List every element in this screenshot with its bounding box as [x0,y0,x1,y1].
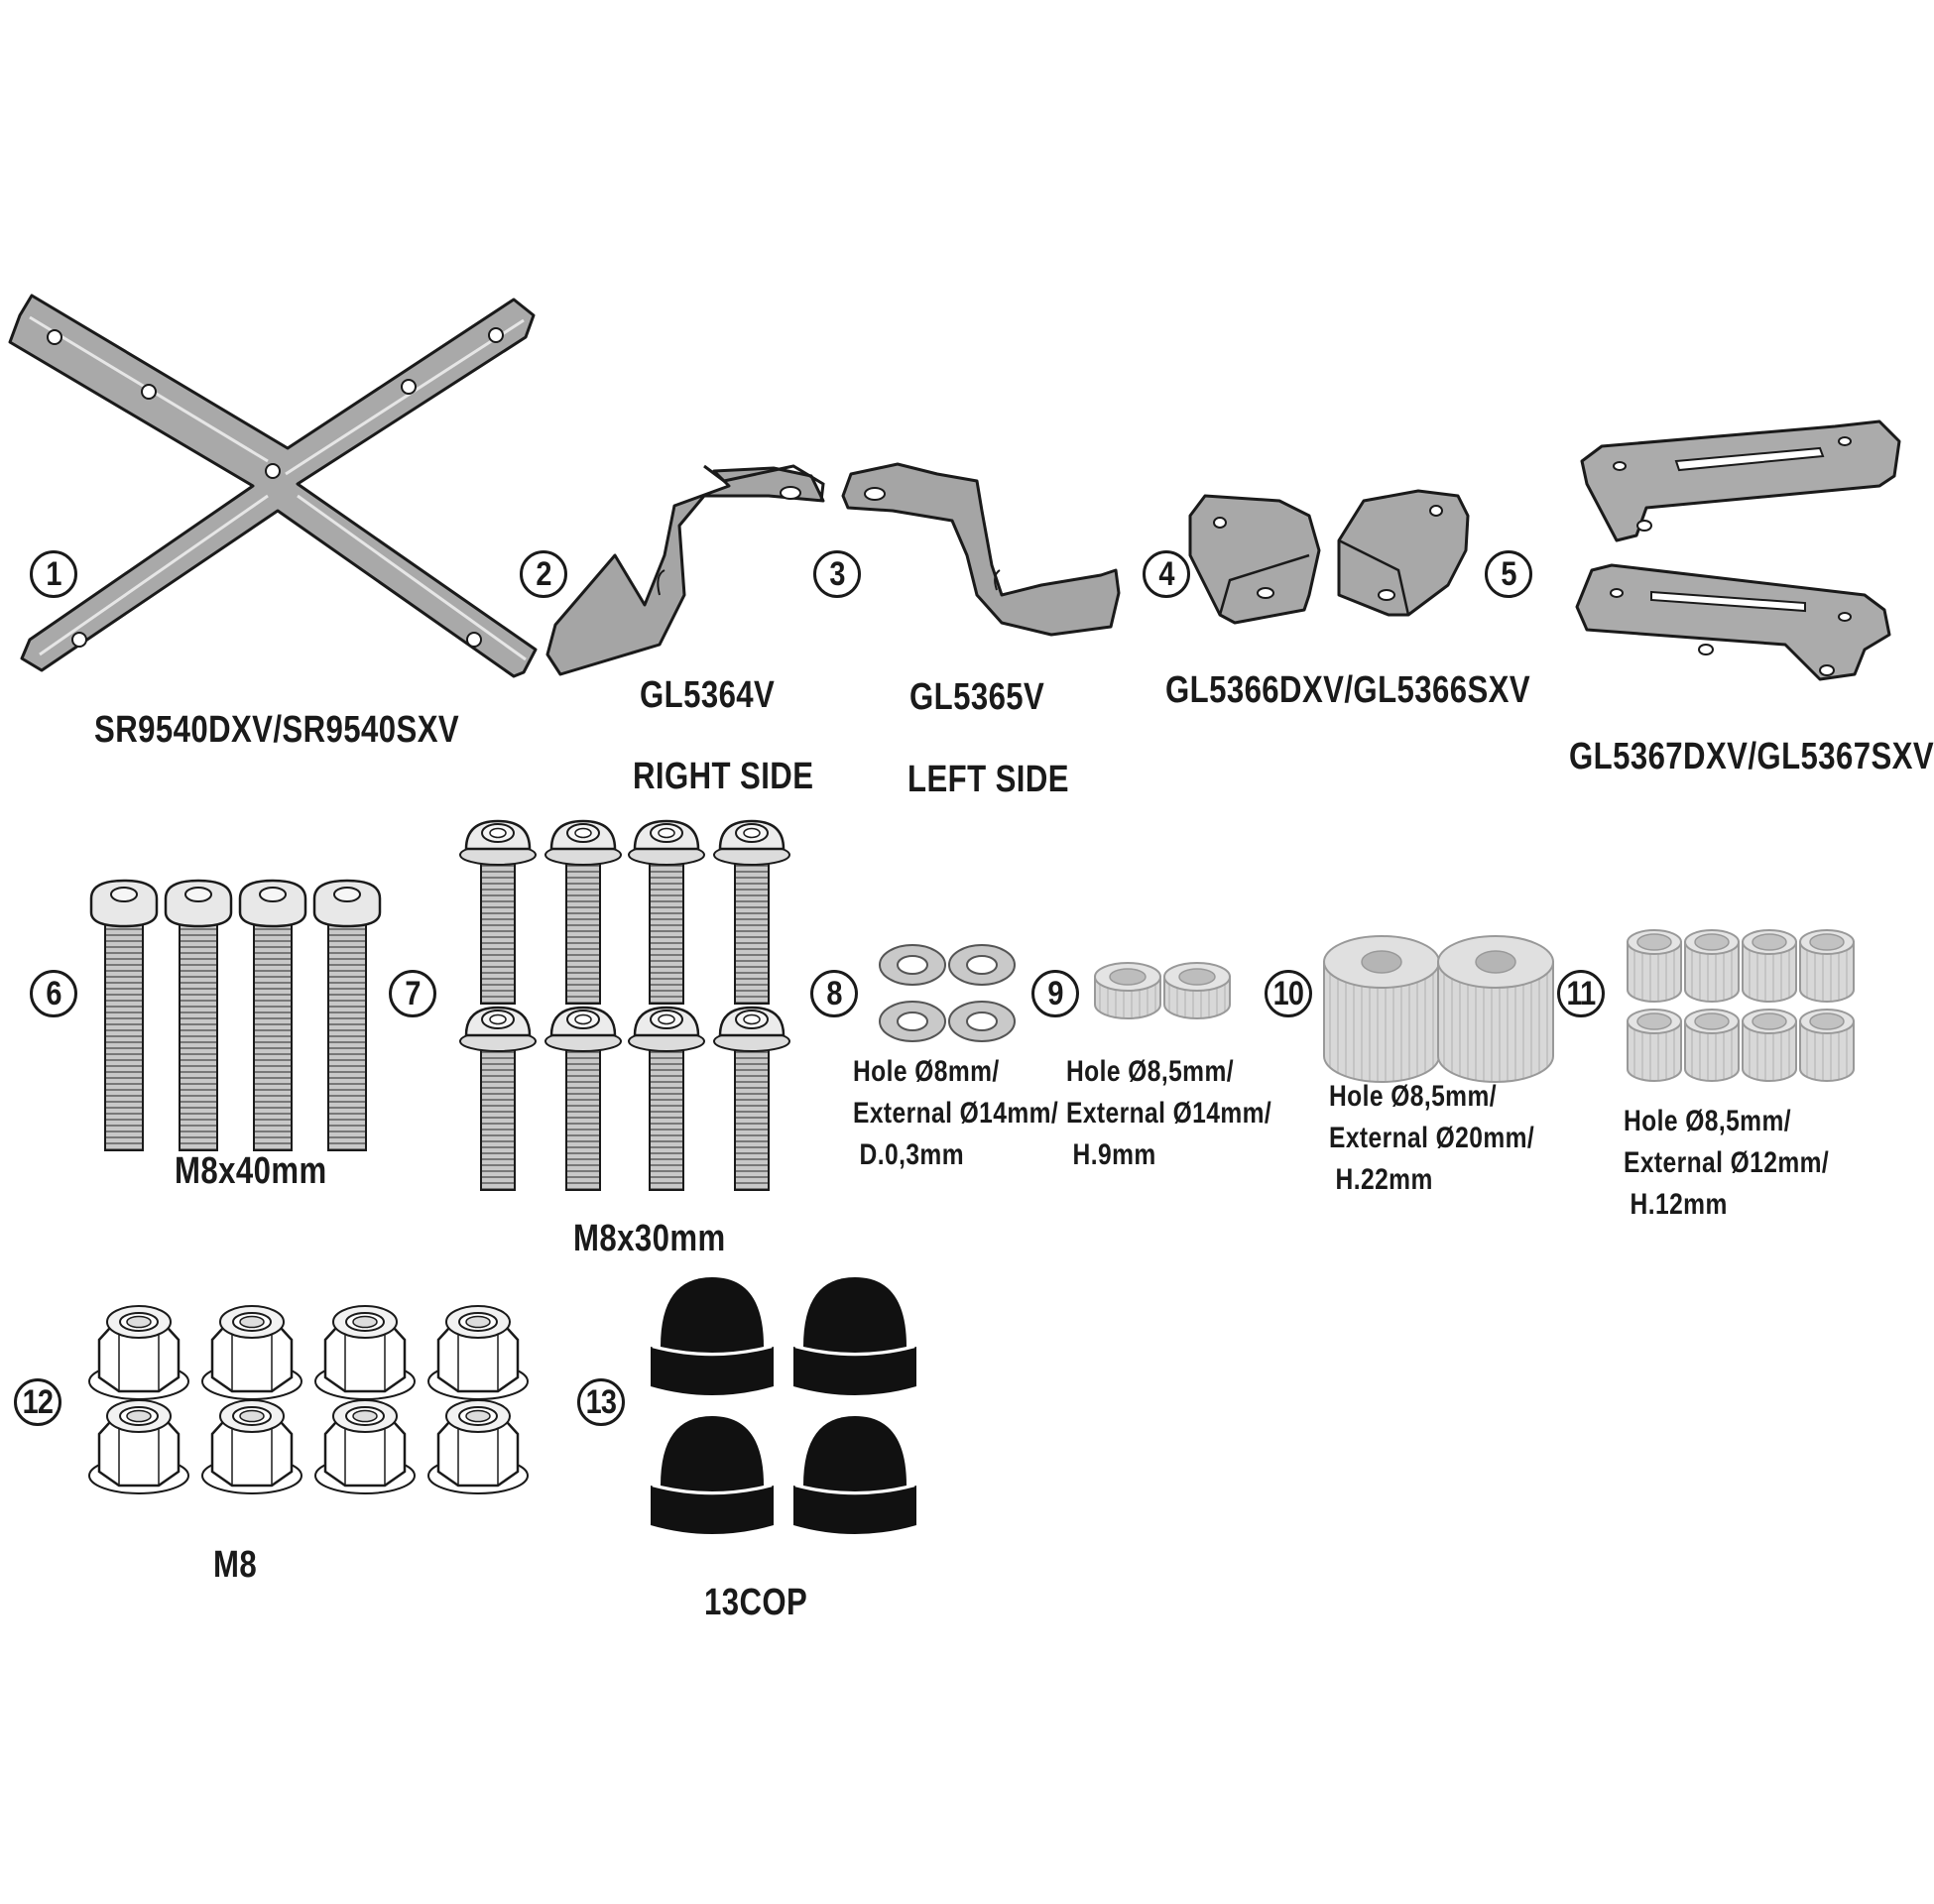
part-spec-8: Hole Ø8mm/ External Ø14mm/ D.0,3mm [853,1055,1059,1171]
part-code-4-5: GL5366DXV/GL5366SXV [1165,669,1531,711]
left-bracket-icon [841,462,1121,637]
plate-lower-icon [1575,563,1891,681]
part-spec-10: Hole Ø8,5mm/ External Ø20mm/ H.22mm [1329,1080,1535,1196]
part-side-3: LEFT SIDE [907,759,1069,800]
part-number-4: 4 [1143,550,1190,598]
part-number-13: 13 [577,1378,625,1426]
part-code-3: GL5365V [909,676,1045,718]
cap-nut-cover-icon [649,1275,918,1536]
spacer-h22-icon [1323,935,1554,1083]
part-number-10: 10 [1265,970,1312,1017]
part-code-13: 13COP [704,1582,808,1623]
part-number-6: 6 [30,970,77,1017]
plate-code: GL5367DXV/GL5367SXV [1569,736,1934,777]
part-side-2: RIGHT SIDE [633,756,814,797]
part-number-3: 3 [813,550,861,598]
part-number-7: 7 [389,970,436,1017]
right-bracket-icon [545,464,825,676]
flange-nut-icon [87,1304,530,1495]
part-code-12: M8 [213,1544,258,1586]
part-spec-11: Hole Ø8,5mm/ External Ø12mm/ H.12mm [1624,1105,1830,1221]
part-spec-9: Hole Ø8,5mm/ External Ø14mm/ H.9mm [1066,1055,1272,1171]
part-code-1: SR9540DXV/SR9540SXV [94,709,460,751]
spacer-h9-icon [1094,962,1231,1019]
washer-icon [879,944,1016,1042]
part-number-9: 9 [1031,970,1079,1017]
spacer-h12-icon [1627,929,1855,1082]
part-number-12: 12 [14,1378,61,1426]
part-code-2: GL5364V [640,674,776,716]
part-number-2: 2 [520,550,567,598]
part-number-11: 11 [1557,970,1605,1017]
part-number-8: 8 [810,970,858,1017]
bolt-m8x40-icon [89,879,382,1152]
part-code-6: M8x40mm [175,1150,327,1192]
plate-upper-icon [1580,419,1901,542]
small-bracket-left-icon [1337,489,1470,617]
part-number-1: 1 [30,550,77,598]
bolt-m8x30-icon [458,819,791,1192]
small-bracket-right-icon [1188,494,1321,625]
x-frame-bars-icon [8,294,538,678]
part-number-5: 5 [1485,550,1532,598]
part-code-7: M8x30mm [573,1218,726,1259]
